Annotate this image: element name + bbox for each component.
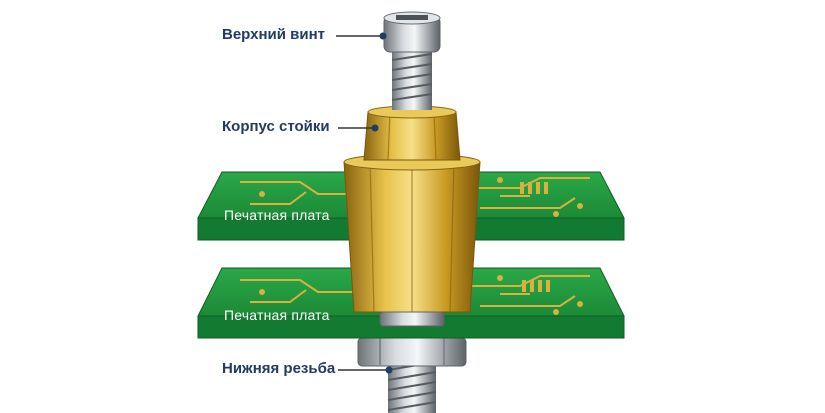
label-pcb-lower: Печатная плата [224, 307, 330, 323]
leader-dot-standoff-body [371, 124, 379, 132]
leader-lines [336, 35, 386, 371]
leader-dot-bottom-thread [385, 366, 393, 374]
leader-dot-top-screw [379, 32, 387, 40]
top-screw [383, 11, 441, 110]
label-top-screw: Верхний винт [222, 26, 326, 43]
label-pcb-upper: Печатная плата [224, 207, 330, 223]
bottom-thread-rod [357, 335, 467, 413]
label-bottom-thread: Нижняя резьба [222, 360, 336, 377]
standoff-body-hex [343, 153, 481, 327]
upper-hex-nut [363, 105, 461, 161]
label-standoff-body: Корпус стойки [222, 118, 330, 135]
